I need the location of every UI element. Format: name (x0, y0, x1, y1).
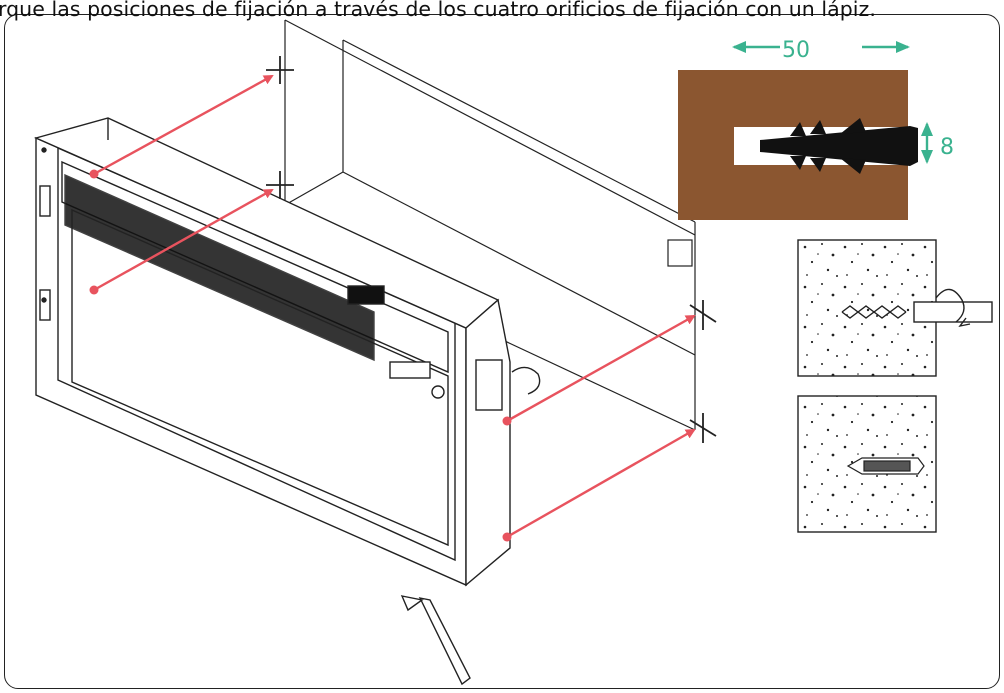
wall-recess (284, 19, 696, 546)
fixing-arrow-bottom-right (506, 428, 696, 539)
dimension-arrows (732, 41, 933, 164)
fireplace-unit (33, 117, 541, 686)
mounting-marks (266, 56, 717, 443)
fixing-arrow-top-left (93, 74, 274, 176)
drilling-panel (797, 239, 993, 377)
wall-plug-icon (760, 118, 918, 174)
fixing-arrow-top-right (506, 314, 696, 423)
diagram-frame (4, 14, 1000, 689)
wall-plug-detail (678, 70, 918, 220)
diameter-dimension-label: 8 (940, 135, 954, 160)
plug-insert-panel (797, 395, 937, 533)
fixing-arrow-bottom-left (93, 188, 274, 292)
fixing-arrows (89, 74, 696, 542)
drill-bit-icon (841, 288, 993, 328)
instruction-caption: rque las posiciones de fijación a través… (0, 0, 876, 21)
inserted-plug-icon (846, 457, 925, 475)
depth-dimension-label: 50 (782, 38, 810, 63)
